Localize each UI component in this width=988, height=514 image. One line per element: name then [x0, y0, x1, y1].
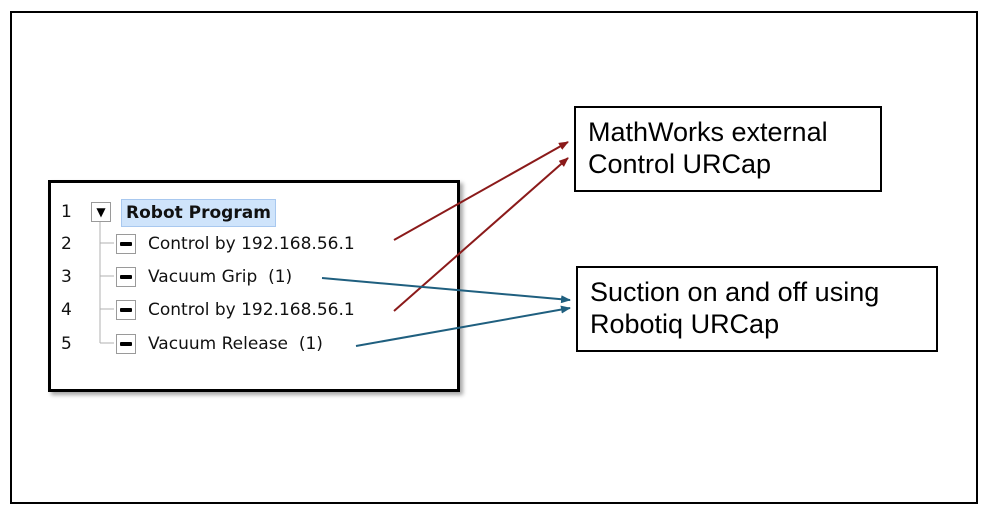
robotiq-urcap-callout: Suction on and off using Robotiq URCap	[576, 266, 938, 352]
vacuum-grip-node-label[interactable]: Vacuum Grip (1)	[148, 267, 293, 287]
callout-line: Control URCap	[588, 149, 772, 179]
urcap-node-icon	[116, 334, 136, 354]
line-number: 3	[61, 267, 72, 287]
urcap-node-icon	[116, 267, 136, 287]
tree-row-2[interactable]: 2 Control by 192.168.56.1	[51, 229, 457, 259]
arrow-release-to-robotiq	[355, 305, 571, 347]
arrow-control-2-to-mathworks	[393, 157, 569, 312]
line-number: 2	[61, 234, 72, 254]
control-node-label[interactable]: Control by 192.168.56.1	[148, 234, 355, 254]
callout-line: Suction on and off using	[590, 277, 880, 307]
urcap-node-icon	[116, 234, 136, 254]
tree-row-4[interactable]: 4 Control by 192.168.56.1	[51, 295, 457, 325]
tree-connector-lines	[99, 211, 114, 344]
line-number: 4	[61, 300, 72, 320]
vacuum-release-node-label[interactable]: Vacuum Release (1)	[148, 334, 323, 354]
line-number: 5	[61, 334, 72, 354]
tree-row-1[interactable]: 1 ▼ Robot Program	[51, 197, 457, 227]
tree-row-5[interactable]: 5 Vacuum Release (1)	[51, 329, 457, 359]
robot-program-node[interactable]: Robot Program	[121, 199, 276, 227]
mathworks-urcap-callout: MathWorks external Control URCap	[574, 106, 882, 192]
urcap-node-icon	[116, 300, 136, 320]
collapse-toggle-icon[interactable]: ▼	[91, 202, 111, 222]
callout-line: MathWorks external	[588, 117, 828, 147]
robot-program-tree-panel: 1 ▼ Robot Program 2 Control by 192.168.5…	[48, 180, 460, 392]
arrow-control-1-to-mathworks	[393, 141, 569, 241]
tree-row-3[interactable]: 3 Vacuum Grip (1)	[51, 262, 457, 292]
control-node-label[interactable]: Control by 192.168.56.1	[148, 300, 355, 320]
line-number: 1	[61, 202, 72, 222]
callout-line: Robotiq URCap	[590, 309, 780, 339]
arrow-grip-to-robotiq	[321, 277, 571, 304]
